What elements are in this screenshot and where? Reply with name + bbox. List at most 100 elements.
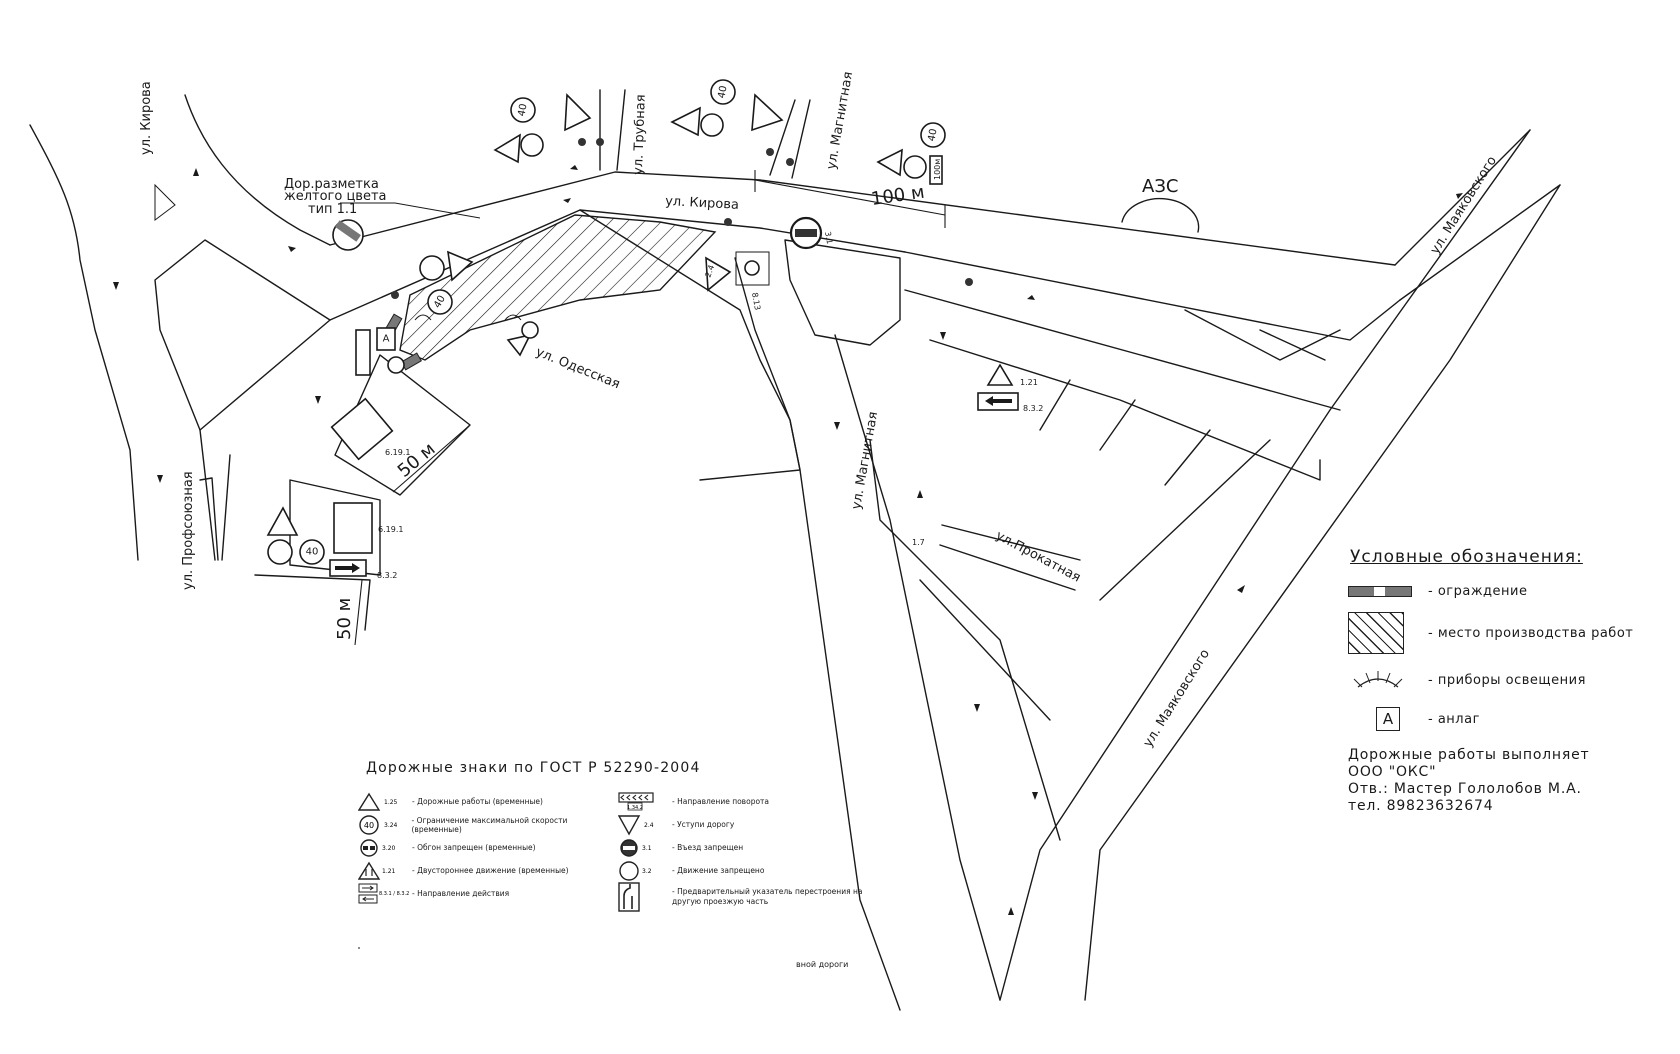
label-odesskaya: ул. Одесская (534, 345, 623, 392)
legend-title: Условные обозначения: (1350, 547, 1583, 567)
svg-text:40: 40 (716, 85, 729, 99)
hatch-symbol (1348, 612, 1404, 654)
no-traffic-icon: 3.2 (619, 860, 652, 881)
label-profsoyuznaya: ул. Профсоюзная (181, 471, 196, 590)
svg-text:100м: 100м (933, 159, 942, 180)
direction-plate-icon: 8.3.1 / 8.3.2 (358, 883, 409, 903)
contractor-info: Дорожные работы выполняет ООО "ОКС" Отв.… (1348, 747, 1680, 815)
svg-text:8.3.2: 8.3.2 (377, 571, 397, 580)
svg-text:1.34.2: 1.34.2 (627, 805, 643, 811)
svg-text:1.7: 1.7 (912, 538, 925, 547)
label-mayakovskogo-top: ул. Маяковского (1428, 154, 1500, 257)
label-kirova-west: ул. Кирова (139, 81, 154, 155)
speed-limit-sign (427, 289, 453, 315)
turn-direction-icon: 1.34.2 (618, 791, 654, 811)
legend: Условные обозначения: - ограждение - мес… (1344, 547, 1680, 815)
marking-line1: Дор.разметка (284, 177, 379, 192)
signs-legend-item: 1.25 - Дорожные работы (временные) (358, 790, 618, 813)
label-magnitnaya-top: ул. Магнитная (824, 71, 856, 171)
signs-legend-right: 1.34.2 - Направление поворота 2.4 - Усту… (618, 790, 878, 912)
signs-legend-item: 1.34.2 - Направление поворота (618, 790, 878, 813)
svg-text:1.21: 1.21 (382, 868, 396, 875)
no-overtaking-sign (903, 155, 927, 179)
legend-worksite-label: - место производства работ (1428, 625, 1634, 641)
svg-text:А: А (383, 334, 390, 345)
svg-text:3.24: 3.24 (384, 822, 398, 829)
roadworks-sign (876, 148, 903, 177)
traffic-arrows (113, 165, 1463, 915)
footer-note: вной дороги (796, 960, 849, 969)
svg-text:3.2: 3.2 (642, 868, 652, 875)
legend-anlag: А - анлаг (1348, 699, 1680, 739)
signs-legend-title: Дорожные знаки по ГОСТ Р 52290-2004 (366, 760, 701, 776)
svg-text:40: 40 (926, 128, 939, 142)
svg-text:3.1: 3.1 (823, 231, 834, 245)
roadworks-sign (493, 133, 521, 164)
distance-plate-sign (929, 155, 943, 185)
lights-icon (1353, 671, 1403, 688)
svg-text:40: 40 (364, 821, 374, 830)
speed-limit-sign (299, 539, 325, 565)
two-way-traffic-sign (564, 93, 592, 132)
speed-limit-sign (510, 97, 536, 123)
legend-lights: - приборы освещения (1348, 661, 1680, 699)
no-overtaking-sign (700, 113, 724, 137)
svg-text:1.21: 1.21 (1020, 378, 1038, 387)
legend-anlag-label: - анлаг (1428, 711, 1480, 727)
svg-text:8.3.1 / 8.3.2: 8.3.1 / 8.3.2 (379, 891, 409, 897)
svg-text:6.19.1: 6.19.1 (385, 448, 410, 457)
legend-fence-label: - ограждение (1428, 583, 1528, 599)
roadworks-icon: 1.25 (358, 792, 398, 811)
signs-legend-item: 3.2 - Движение запрещено (618, 859, 878, 882)
lane-change-sign (330, 397, 394, 461)
svg-text:2.4: 2.4 (703, 264, 716, 279)
dimension-50m-a: 50 м (394, 439, 440, 482)
legend-lights-label: - приборы освещения (1428, 672, 1586, 688)
svg-text:8.13: 8.13 (750, 292, 762, 311)
lane-change-icon (618, 882, 640, 912)
svg-text:3.1: 3.1 (642, 845, 652, 852)
label-kirova-mid: ул. Кирова (665, 194, 739, 213)
signs-legend-item: 3.1 - Въезд запрещен (618, 836, 878, 859)
lane-change-sign (333, 502, 373, 554)
plan-signs: 40 40 40 100м 40 А (266, 79, 1043, 580)
turn-direction-sign (355, 329, 371, 376)
legend-fence: - ограждение (1348, 577, 1680, 605)
svg-text:8.3.2: 8.3.2 (1023, 404, 1043, 413)
road-network (29, 89, 1561, 1011)
label-mayakovskogo-bottom: ул. Маяковского (1141, 647, 1213, 750)
svg-text:40: 40 (516, 103, 529, 117)
fence-symbol (1348, 585, 1412, 597)
signs-legend-item: - Предварительный указатель перестроения… (618, 882, 878, 912)
anlag-symbol: А (1376, 707, 1400, 731)
label-azs: АЗС (1142, 176, 1178, 197)
no-entry-icon: 3.1 (620, 838, 652, 857)
speed-limit-sign (920, 122, 946, 148)
no-traffic-sign (387, 356, 405, 374)
anlag-marker (376, 327, 396, 351)
signs-legend-item: 2.4 - Уступи дорогу (618, 813, 878, 836)
roadworks-sign (506, 333, 532, 357)
svg-text:1.25: 1.25 (384, 799, 398, 806)
contractor-line1: Дорожные работы выполняет (1348, 747, 1590, 763)
work-zone (384, 214, 717, 371)
two-way-traffic-sign (986, 363, 1014, 386)
dimension-100m: 100 м (870, 182, 926, 210)
marking-line2: желтого цвета (284, 189, 387, 204)
legend-worksite: - место производства работ (1348, 605, 1680, 661)
street-labels: ул. Кирова ул. Кирова ул. Трубная ул. Ма… (139, 71, 1500, 751)
signs-legend: Дорожные знаки по ГОСТ Р 52290-2004 1.25… (358, 760, 878, 912)
contractor-line2: ООО "ОКС" (1348, 764, 1437, 780)
svg-text:2.4: 2.4 (644, 822, 654, 829)
marking-line3: тип 1.1 (308, 202, 357, 217)
svg-text:3.20: 3.20 (382, 845, 396, 852)
signs-legend-item: 1.21 - Двустороннее движение (временные) (358, 859, 618, 882)
svg-text:40: 40 (306, 547, 319, 558)
no-overtaking-sign (267, 539, 293, 565)
give-way-icon: 2.4 (618, 814, 654, 835)
speed-limit-sign (710, 79, 736, 105)
two-way-traffic-sign (447, 250, 474, 282)
